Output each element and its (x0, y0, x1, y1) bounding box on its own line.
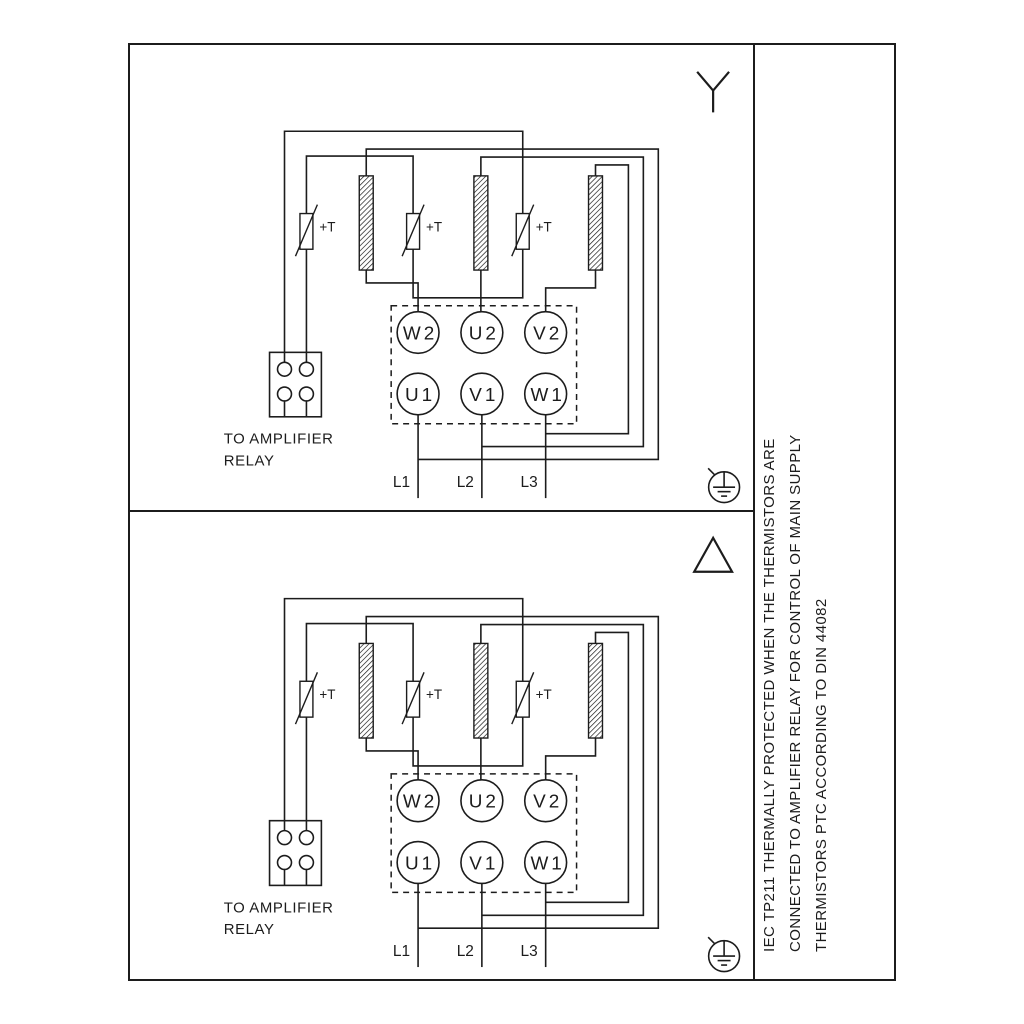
winding-coil (473, 175, 489, 271)
side-note-line: CONNECTED TO AMPLIFIER RELAY FOR CONTROL… (786, 434, 804, 952)
earth-ground-icon (707, 467, 741, 504)
supply-label-l1: L1 (393, 943, 410, 960)
wiring-lines (283, 130, 660, 499)
terminal-w2 (396, 310, 440, 355)
terminal-w1 (523, 372, 568, 416)
winding-coil (358, 642, 374, 739)
diagram-column: +T +T +T W2 U2 V2 U1 V1 W1 (130, 45, 755, 979)
amplifier-relay-terminal (268, 819, 323, 887)
relay-terminal (276, 386, 293, 402)
terminal-u1 (396, 840, 440, 885)
relay-terminal (276, 829, 293, 846)
terminal-box-outline (390, 773, 578, 894)
delta-connection-panel: +T +T +T W2 U2 V2 U1 V1 W1 (130, 512, 753, 979)
notes-strip: IEC TP211 THERMALLY PROTECTED WHEN THE T… (755, 45, 894, 979)
supply-label-l1: L1 (393, 474, 410, 491)
terminal-block: W2 U2 V2 U1 V1 W1 (390, 773, 578, 894)
terminal-block: W2 U2 V2 U1 V1 W1 (390, 305, 578, 425)
delta-connection-icon (692, 535, 734, 573)
terminal-label: U2 (469, 792, 499, 813)
star-connection-panel: +T +T +T W2 U2 V2 U1 V1 W1 (130, 45, 753, 512)
winding-coil (358, 175, 374, 271)
delta-wiring-diagram: +T +T +T W2 U2 V2 U1 V1 W1 (224, 535, 741, 973)
terminal-u2 (460, 779, 504, 823)
terminal-v1 (460, 840, 504, 885)
relay-caption-line2: RELAY (224, 921, 275, 938)
terminal-box-outline (390, 305, 578, 425)
winding-coil (473, 642, 489, 739)
terminal-label: W1 (530, 853, 564, 874)
thermistors (294, 204, 535, 257)
thermistor-label: +T (426, 219, 442, 234)
winding-coil (587, 642, 604, 739)
relay-terminal (298, 386, 315, 402)
side-note-line: THERMISTORS PTC ACCORDING TO DIN 44082 (812, 598, 830, 952)
terminal-label: W1 (530, 385, 564, 406)
terminal-u1 (396, 372, 440, 416)
motor-windings (358, 175, 604, 271)
side-note-text: IEC TP211 THERMALLY PROTECTED WHEN THE T… (757, 72, 835, 952)
terminal-label: U1 (405, 853, 435, 874)
star-wiring-diagram: +T +T +T W2 U2 V2 U1 V1 W1 (224, 71, 741, 504)
supply-label-l3: L3 (521, 474, 538, 491)
terminal-label: V1 (469, 853, 498, 874)
terminal-label: W2 (403, 324, 437, 345)
thermistor-label: +T (319, 687, 335, 702)
star-connection-icon (696, 71, 730, 113)
relay-box (268, 819, 323, 887)
supply-label-l2: L2 (457, 943, 474, 960)
amplifier-relay-terminal (268, 351, 323, 418)
terminal-v2 (523, 310, 568, 355)
relay-terminal (298, 854, 315, 871)
thermistor-label: +T (536, 687, 552, 702)
terminal-label: V2 (533, 324, 562, 345)
relay-terminal (298, 829, 315, 846)
thermistor-label: +T (319, 219, 335, 234)
terminal-label: U1 (405, 385, 435, 406)
terminal-label: V1 (469, 385, 498, 406)
thermistor-label: +T (426, 687, 442, 702)
relay-terminal (298, 361, 315, 377)
relay-box (268, 351, 323, 418)
relay-terminal (276, 361, 293, 377)
terminal-u2 (460, 310, 504, 355)
terminal-v1 (460, 372, 504, 416)
terminal-label: U2 (469, 324, 499, 345)
motor-windings (358, 642, 604, 739)
thermistors (294, 672, 535, 725)
earth-ground-icon (707, 936, 741, 973)
relay-terminal (276, 854, 293, 871)
terminal-v2 (523, 779, 568, 823)
terminal-w2 (396, 779, 440, 823)
thermistor-label: +T (536, 219, 552, 234)
terminal-label: V2 (533, 792, 562, 813)
supply-label-l3: L3 (521, 943, 538, 960)
terminal-w1 (523, 840, 568, 885)
winding-coil (587, 175, 604, 271)
wiring-lines (283, 597, 660, 968)
supply-label-l2: L2 (457, 474, 474, 491)
relay-caption-line1: TO AMPLIFIER (224, 899, 334, 916)
terminal-label: W2 (403, 792, 437, 813)
side-note-line: IEC TP211 THERMALLY PROTECTED WHEN THE T… (760, 438, 778, 952)
drawing-sheet: +T +T +T W2 U2 V2 U1 V1 W1 (128, 43, 896, 981)
relay-caption-line1: TO AMPLIFIER (224, 432, 334, 448)
relay-caption-line2: RELAY (224, 453, 275, 469)
